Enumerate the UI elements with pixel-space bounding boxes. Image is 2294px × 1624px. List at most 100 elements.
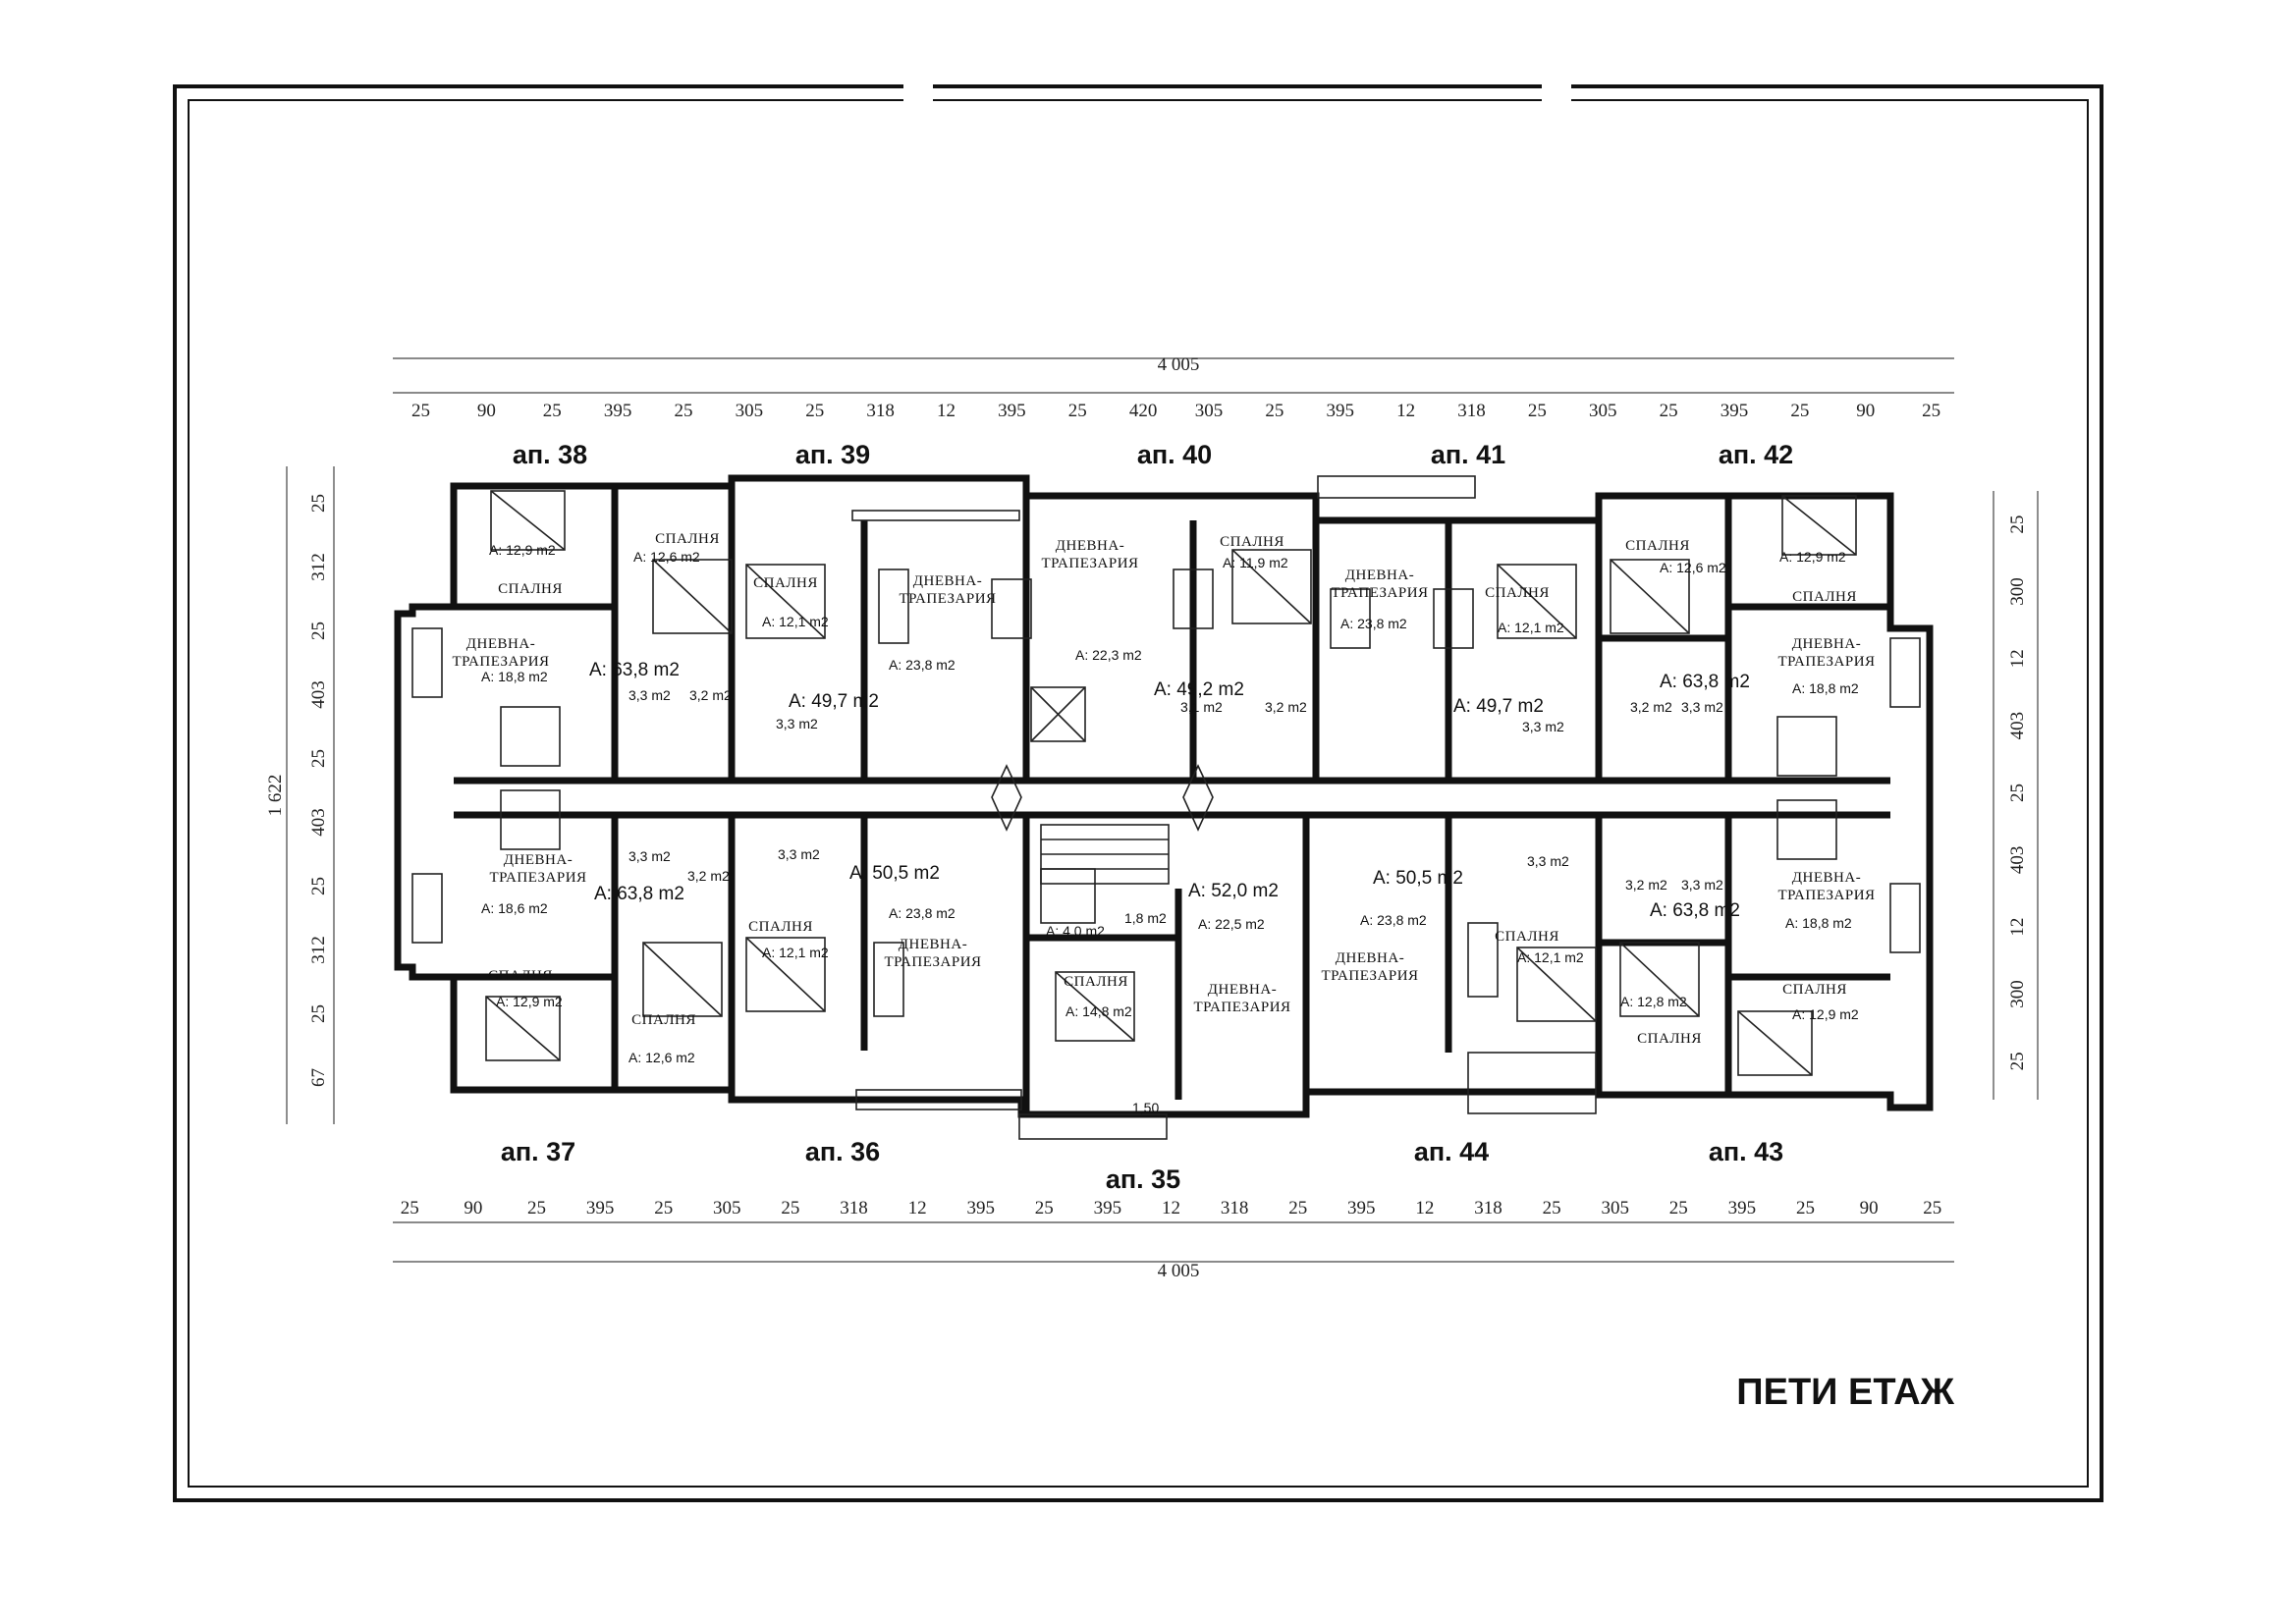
apartment-area: А: 49,2 m2 — [1154, 679, 1244, 700]
room-name: СПАЛНЯ — [488, 968, 553, 984]
dimension-value: 25 — [1288, 1198, 1307, 1218]
total-width-bottom: 4 005 — [1158, 1261, 1200, 1281]
room-name: ТРАПЕЗАРИЯ — [1777, 888, 1875, 903]
dimension-value: 25 — [1660, 401, 1678, 421]
dimension-value: 25 — [308, 877, 329, 895]
room-name: СПАЛНЯ — [753, 575, 818, 591]
apartment-area: А: 52,0 m2 — [1188, 881, 1279, 901]
dimension-value: 90 — [464, 1198, 482, 1218]
apartment-areas: А: 63,8 m2 А: 49,7 m2 А: 49,2 m2 А: 49,7… — [589, 660, 1750, 921]
dimension-value: 25 — [308, 622, 329, 640]
room-name: ТРАПЕЗАРИЯ — [1777, 654, 1875, 670]
room-area: А: 18,8 m2 — [1785, 915, 1852, 931]
room-area: А: 12,9 m2 — [489, 542, 556, 558]
dimension-value: 12 — [1396, 401, 1415, 421]
dimension-value: 25 — [805, 401, 824, 421]
floor-title: ПЕТИ ЕТАЖ — [1736, 1372, 1954, 1413]
room-name: ДНЕВНА- — [1056, 538, 1124, 554]
room-area: 3,2 m2 — [1265, 699, 1307, 715]
dimension-value: 403 — [2007, 846, 2028, 875]
room-name: СПАЛНЯ — [1625, 538, 1690, 554]
room-area: 3,2 m2 — [1630, 699, 1672, 715]
room-area: А: 12,6 m2 — [628, 1050, 695, 1065]
apartment-area: А: 63,8 m2 — [1660, 672, 1750, 692]
room-name: СПАЛНЯ — [1637, 1031, 1702, 1047]
dimension-value: 25 — [401, 1198, 419, 1218]
room-name: ТРАПЕЗАРИЯ — [1193, 1000, 1290, 1015]
dimension-value: 318 — [1221, 1198, 1249, 1218]
apartment-area: А: 50,5 m2 — [1373, 868, 1463, 889]
dimension-value: 403 — [308, 808, 329, 837]
dimension-value: 305 — [1601, 1198, 1629, 1218]
dimension-value: 312 — [308, 553, 329, 581]
apartment-labels-bottom: ап. 37 ап. 36 ап. 35 ап. 44 ап. 43 — [501, 1137, 1783, 1194]
apartment-label: ап. 43 — [1709, 1137, 1783, 1166]
room-name: ТРАПЕЗАРИЯ — [1041, 556, 1138, 571]
apartment-area: А: 63,8 m2 — [589, 660, 680, 680]
apartment-area: А: 63,8 m2 — [594, 884, 684, 904]
room-name: ДНЕВНА- — [466, 636, 535, 652]
room-area: А: 12,9 m2 — [1779, 549, 1846, 565]
room-area: А: 23,8 m2 — [1340, 616, 1407, 631]
room-name: ТРАПЕЗАРИЯ — [1331, 585, 1428, 601]
dimension-value: 25 — [2007, 784, 2028, 802]
dimension-value: 25 — [308, 1004, 329, 1023]
apartment-label: ап. 40 — [1137, 440, 1212, 469]
room-area: А: 22,3 m2 — [1075, 647, 1142, 663]
room-name: ДНЕВНА- — [899, 937, 967, 952]
room-area: 3,2 m2 — [689, 687, 732, 703]
dimension-value: 25 — [1922, 401, 1940, 421]
dimension-value: 395 — [1347, 1198, 1376, 1218]
room-name: ДНЕВНА- — [1345, 568, 1414, 583]
dimension-value: 300 — [2007, 577, 2028, 606]
room-name: СПАЛНЯ — [1485, 585, 1550, 601]
room-area: А: 23,8 m2 — [889, 657, 956, 673]
room-area: А: 4,0 m2 — [1046, 923, 1105, 939]
room-name: ТРАПЕЗАРИЯ — [899, 591, 996, 607]
dimension-value: 395 — [1094, 1198, 1122, 1218]
room-area: А: 18,8 m2 — [481, 669, 548, 684]
total-height: 1 622 — [265, 775, 286, 817]
room-area: А: 12,1 m2 — [1517, 949, 1584, 965]
dimension-value: 12 — [1162, 1198, 1180, 1218]
room-area: 3,2 m2 — [1625, 877, 1667, 893]
dimension-value: 25 — [527, 1198, 546, 1218]
dimension-value: 305 — [1195, 401, 1224, 421]
room-area: А: 23,8 m2 — [1360, 912, 1427, 928]
dimension-value: 300 — [2007, 980, 2028, 1008]
dimension-value: 395 — [966, 1198, 995, 1218]
room-name: ТРАПЕЗАРИЯ — [884, 954, 981, 970]
balcony-dimension: 1,50 — [1132, 1100, 1159, 1115]
room-area: 3,3 m2 — [778, 846, 820, 862]
room-area: 3,2 m2 — [687, 868, 730, 884]
room-area: 3,3 m2 — [1527, 853, 1569, 869]
room-name: СПАЛНЯ — [498, 581, 563, 597]
room-area: А: 23,8 m2 — [889, 905, 956, 921]
dimension-value: 318 — [1457, 401, 1486, 421]
dimension-value: 25 — [543, 401, 562, 421]
apartment-labels-top: ап. 38 ап. 39 ап. 40 ап. 41 ап. 42 — [513, 440, 1793, 469]
dimension-value: 25 — [308, 749, 329, 768]
apartment-label: ап. 42 — [1719, 440, 1793, 469]
room-names: СПАЛНЯ СПАЛНЯ ДНЕВНА- ТРАПЕЗАРИЯ СПАЛНЯ … — [452, 531, 1875, 1047]
drawing-frame — [173, 79, 2103, 1502]
dimension-value: 25 — [1796, 1198, 1815, 1218]
room-area: А: 11,9 m2 — [1223, 555, 1288, 570]
dimension-value: 12 — [908, 1198, 927, 1218]
room-area: А: 12,9 m2 — [1792, 1006, 1859, 1022]
room-name: СПАЛНЯ — [1495, 929, 1559, 945]
room-area: 3,3 m2 — [1681, 877, 1723, 893]
dimension-value: 305 — [736, 401, 764, 421]
dimension-value: 12 — [2007, 649, 2028, 668]
room-area: 3,3 m2 — [628, 687, 671, 703]
dimension-value: 395 — [1326, 401, 1354, 421]
dimension-value: 12 — [2007, 918, 2028, 937]
dimension-value: 318 — [866, 401, 895, 421]
dimension-value: 90 — [477, 401, 496, 421]
room-name: ДНЕВНА- — [1792, 870, 1861, 886]
dimension-value: 25 — [1035, 1198, 1054, 1218]
room-name: ДНЕВНА- — [1792, 636, 1861, 652]
